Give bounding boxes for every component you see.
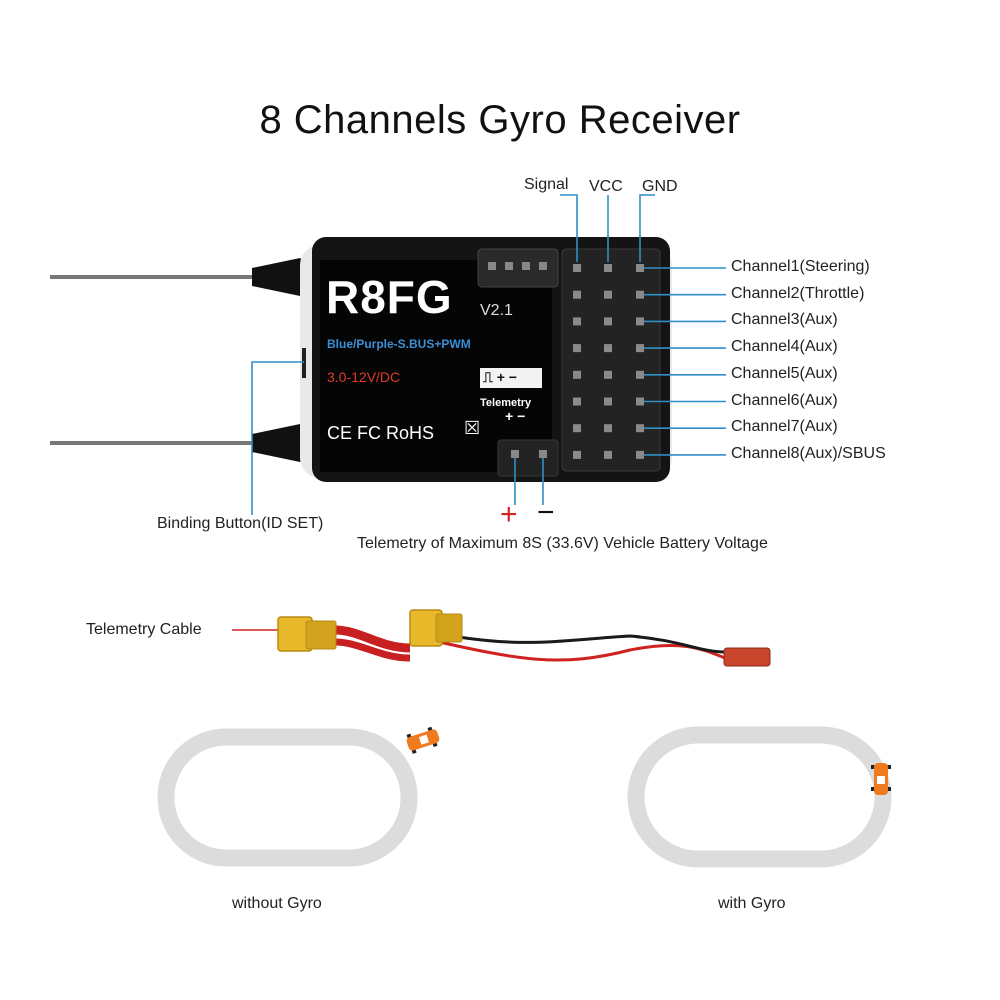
telemetry-minus-marker: − [537,496,555,529]
cert-marks: CE FC RoHS [327,423,435,443]
caption-with-gyro: with Gyro [718,895,786,912]
pin-ch2-vcc [604,290,612,299]
binding-button-label: Binding Button(ID SET) [157,515,324,532]
pin-ch6-gnd [636,397,644,406]
pin-ch1-vcc [604,264,612,272]
channel-label-3: Channel3(Aux) [731,311,838,329]
caption-without-gyro: without Gyro [232,895,322,912]
channel-label-7: Channel7(Aux) [731,418,838,436]
label-panel [320,260,552,472]
telemetry-port-label: Telemetry [480,397,532,409]
pin-ch4-vcc [604,344,612,353]
channel-label-8: Channel8(Aux)/SBUS [731,444,886,462]
telemetry-plus-marker: + [500,498,518,531]
pin-ch8-gnd [636,450,644,459]
antenna-bottom [50,424,312,462]
gnd-label: GND [642,178,678,195]
pin-ch3-gnd [636,317,644,326]
pin-ch2-signal [573,290,581,299]
servo-header [561,248,661,472]
model-name: R8FG [326,271,453,323]
signal-symbol-box [480,368,542,388]
version-text: V2.1 [480,302,513,319]
car-drifting [406,726,440,754]
telemetry-port-polarity: + − [505,408,526,424]
signal-symbol: ⎍ + − [483,369,517,385]
pin-ch3-vcc [604,317,612,326]
pin-ch5-gnd [636,370,644,379]
telemetry-cable [277,609,771,667]
channel-label-1: Channel1(Steering) [731,258,870,275]
voltage-text: 3.0-12V/DC [327,369,401,385]
callout-lines [251,194,726,515]
pin-ch2-gnd [636,290,644,299]
bind-header [477,248,559,288]
channel-label-5: Channel5(Aux) [731,364,838,382]
pin-ch3-signal [573,317,581,326]
pin-ch4-signal [573,344,581,353]
signal-label: Signal [524,176,569,193]
pin-ch7-gnd [636,424,644,433]
car-on-track [871,763,891,795]
pin-ch1-signal [573,264,581,272]
telemetry-cable-label: Telemetry Cable [86,621,202,638]
pin-ch5-vcc [604,370,612,379]
diagram-title: 8 Channels Gyro Receiver [259,98,741,142]
antenna-top [50,258,312,296]
telemetry-note: Telemetry of Maximum 8S (33.6V) Vehicle … [357,535,768,552]
weee-icon: ☒ [464,418,481,438]
pin-ch8-vcc [604,450,612,459]
pin-ch7-signal [573,424,581,433]
channel-label-4: Channel4(Aux) [731,338,838,356]
telemetry-port [497,439,559,477]
servo-pins [573,264,644,459]
track-without-gyro [157,728,418,867]
pin-ch4-gnd [636,344,644,353]
pin-ch6-vcc [604,397,612,406]
pin-ch1-gnd [636,264,644,272]
pin-ch6-signal [573,397,581,406]
pin-ch7-vcc [604,424,612,433]
mode-text: Blue/Purple-S.BUS+PWM [327,337,471,351]
pin-ch8-signal [573,450,581,459]
binding-button [302,348,306,378]
channel-label-6: Channel6(Aux) [731,391,838,409]
channel-label-2: Channel2(Throttle) [731,284,865,302]
vcc-label: VCC [589,178,623,195]
track-with-gyro [627,726,892,868]
pin-ch5-signal [573,370,581,379]
